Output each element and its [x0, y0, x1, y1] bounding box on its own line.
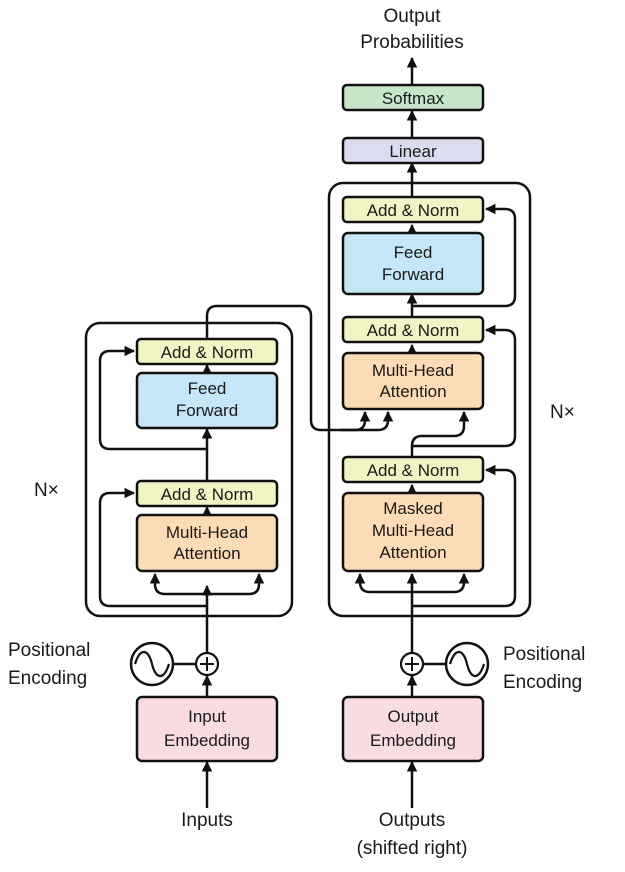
inputs-label: Inputs — [181, 810, 233, 831]
linear-block: Linear — [341, 136, 485, 165]
encoder-attention: Multi-Head Attention — [135, 513, 279, 573]
decoder-feed-forward: Feed Forward — [341, 231, 485, 296]
svg-text:Forward: Forward — [382, 265, 444, 284]
output-probabilities-label-line1: Output — [383, 6, 441, 27]
positional-encoding-left: Positional Encoding — [8, 640, 220, 689]
svg-text:Attention: Attention — [379, 382, 446, 401]
svg-text:Add & Norm: Add & Norm — [367, 461, 460, 480]
linear-label: Linear — [389, 142, 437, 161]
decoder-wires — [354, 56, 517, 808]
svg-text:Embedding: Embedding — [164, 731, 250, 750]
svg-text:Add & Norm: Add & Norm — [161, 485, 254, 504]
decoder-add-norm-mid: Add & Norm — [341, 315, 485, 344]
svg-text:Multi-Head: Multi-Head — [166, 523, 248, 542]
decoder-add-norm-bottom: Add & Norm — [341, 455, 485, 484]
decoder-masked-attention: Masked Multi-Head Attention — [341, 491, 485, 573]
svg-text:Feed: Feed — [188, 379, 227, 398]
softmax-block: Softmax — [341, 83, 485, 112]
svg-text:Add & Norm: Add & Norm — [161, 343, 254, 362]
decoder-repeat-label: N× — [550, 402, 575, 423]
svg-text:Embedding: Embedding — [370, 731, 456, 750]
output-embedding-block: Output Embedding — [341, 695, 485, 763]
svg-text:Encoding: Encoding — [503, 672, 582, 693]
encoder-wires — [98, 304, 394, 808]
svg-text:Output: Output — [387, 707, 438, 726]
svg-text:Input: Input — [188, 707, 226, 726]
svg-text:Masked: Masked — [383, 499, 443, 518]
outputs-label-line2: (shifted right) — [357, 838, 468, 859]
encoder-add-norm-bottom: Add & Norm — [135, 479, 279, 508]
svg-text:Encoding: Encoding — [8, 668, 87, 689]
svg-text:Add & Norm: Add & Norm — [367, 321, 460, 340]
decoder-cross-attention: Multi-Head Attention — [341, 351, 485, 411]
svg-text:Positional: Positional — [503, 644, 585, 665]
encoder-feed-forward: Feed Forward — [135, 371, 279, 430]
svg-text:Multi-Head: Multi-Head — [372, 521, 454, 540]
encoder-add-norm-top: Add & Norm — [135, 337, 279, 366]
input-embedding-block: Input Embedding — [135, 695, 279, 763]
svg-text:Attention: Attention — [173, 544, 240, 563]
outputs-label-line1: Outputs — [379, 810, 446, 831]
svg-text:Multi-Head: Multi-Head — [372, 361, 454, 380]
svg-text:Positional: Positional — [8, 640, 90, 661]
svg-text:Attention: Attention — [379, 543, 446, 562]
encoder-repeat-label: N× — [34, 480, 59, 501]
svg-text:Feed: Feed — [394, 243, 433, 262]
encoder-frame — [84, 321, 294, 618]
decoder-frame — [327, 181, 532, 618]
svg-text:Forward: Forward — [176, 401, 238, 420]
svg-text:Add & Norm: Add & Norm — [367, 201, 460, 220]
positional-encoding-right: Positional Encoding — [399, 641, 585, 693]
output-probabilities-label-line2: Probabilities — [360, 32, 464, 53]
softmax-label: Softmax — [382, 89, 445, 108]
decoder-add-norm-top: Add & Norm — [341, 195, 485, 224]
